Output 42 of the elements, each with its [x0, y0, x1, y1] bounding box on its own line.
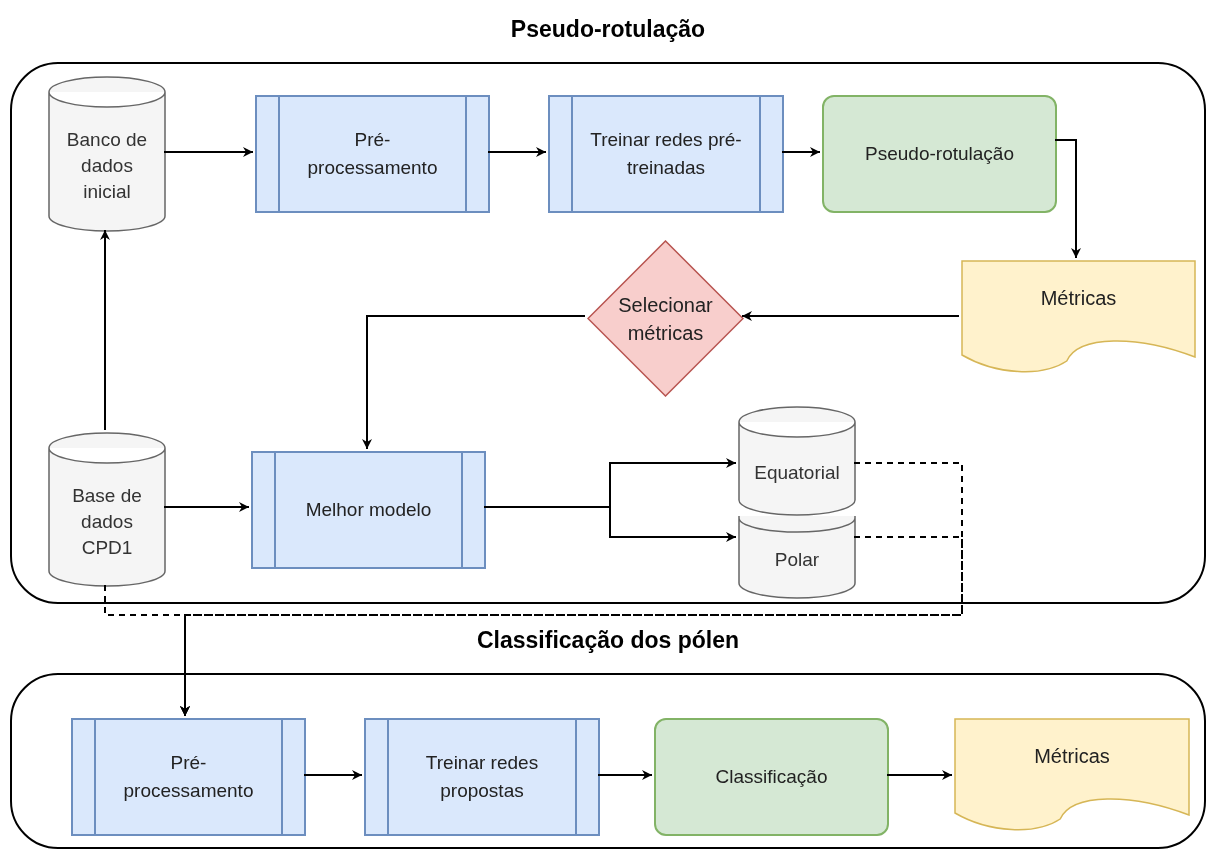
node-label: Pré- processamento [122, 751, 255, 803]
arrow [303, 770, 363, 780]
node-label: Equatorial [753, 461, 841, 485]
arrow [741, 311, 960, 321]
node-label: Pseudo-rotulação [864, 142, 1015, 166]
group-title: Classificação dos pólen [477, 626, 739, 655]
database-cylinder [738, 406, 856, 516]
arrow [362, 315, 586, 450]
decision-diamond [587, 240, 744, 397]
node-label: Base de dados CPD1 [71, 483, 143, 560]
node-label: Treinar redes propostas [424, 751, 540, 803]
process-box [71, 718, 306, 836]
process-box [548, 95, 784, 213]
node-label: Banco de dados inicial [65, 128, 149, 204]
database-cylinder [48, 76, 166, 232]
arrow [781, 147, 821, 157]
node-label: Métricas [1034, 744, 1110, 769]
arrow [163, 147, 254, 157]
document-shape [961, 260, 1196, 375]
arrow [487, 147, 547, 157]
document-shape [954, 718, 1190, 833]
node-label: Métricas [1040, 286, 1117, 311]
node-label: Selecionar métricas [617, 292, 714, 346]
group-title: Pseudo-rotulação [510, 15, 706, 44]
process-box [251, 451, 486, 569]
arrow [180, 536, 963, 717]
node-label: Pré- processamento [306, 128, 439, 180]
arrow [163, 502, 250, 512]
node-label: Classificação [714, 765, 829, 789]
process-box [255, 95, 490, 213]
node-label: Polar [774, 547, 820, 572]
arrow [597, 770, 653, 780]
rounded-box [654, 718, 889, 836]
process-box [364, 718, 600, 836]
arrow [100, 229, 110, 431]
arrow [886, 770, 953, 780]
node-label: Treinar redes pré-treinadas [589, 128, 743, 180]
arrow [1054, 139, 1081, 259]
rounded-box [822, 95, 1057, 213]
database-cylinder [48, 432, 166, 587]
database-cylinder [738, 516, 856, 599]
node-label: Melhor modelo [304, 498, 433, 522]
